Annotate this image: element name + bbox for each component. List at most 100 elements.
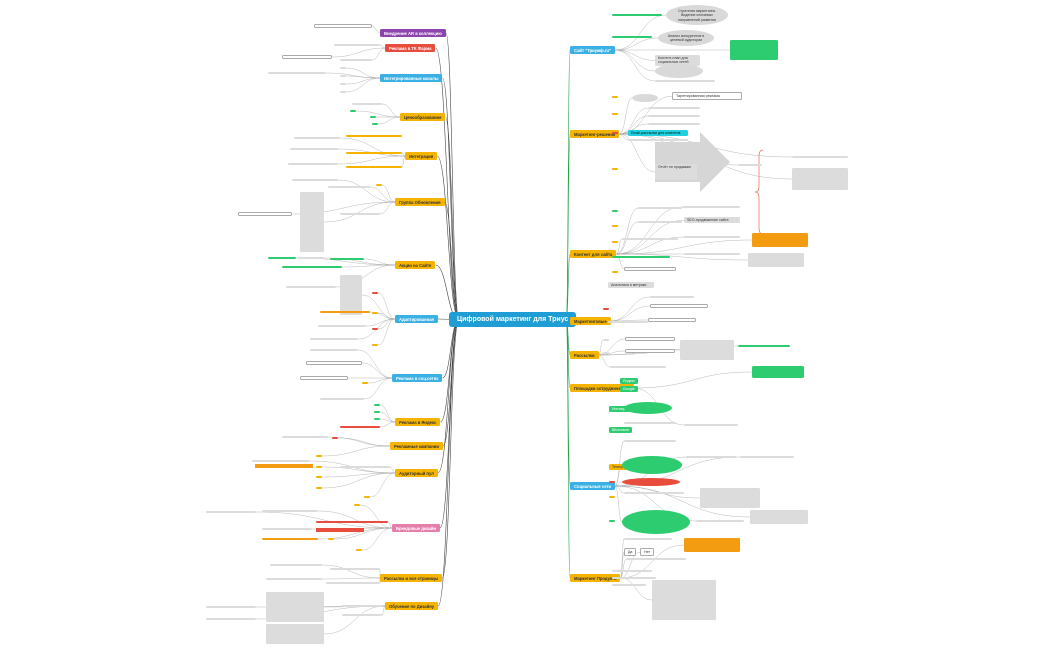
brand-y-4[interactable]	[356, 549, 362, 551]
sub-connector-line	[317, 510, 393, 529]
adp-red-1[interactable]	[372, 292, 378, 294]
topic-mailing[interactable]: Рассылка и все страницы	[380, 574, 443, 582]
topic-social-ads[interactable]: Реклама в соц.сетях	[392, 374, 443, 382]
topic-audience[interactable]: Аудиторный пул	[395, 469, 438, 477]
topic-yandex[interactable]: Реклама в Яндекс	[395, 418, 441, 426]
adp-note-2	[318, 325, 366, 327]
price-green-1[interactable]	[350, 110, 356, 112]
brand-y-1[interactable]	[364, 496, 370, 498]
sub-connector-line	[619, 133, 656, 173]
site-green-3[interactable]	[282, 266, 342, 268]
soc-ads-yellow[interactable]	[362, 382, 368, 384]
topic-integrated[interactable]: Интегрированные каналы	[380, 74, 443, 82]
right-note-2	[655, 80, 715, 82]
price-note-1	[352, 103, 382, 105]
content-sub-2[interactable]	[612, 225, 618, 227]
aud-yellow-2[interactable]	[316, 466, 322, 468]
topic-campaigns[interactable]: Рекламные кампании	[390, 442, 443, 450]
right-ellipse-2: Анализ конкурентов и целевой аудитории	[658, 30, 714, 46]
sub-connector-line	[377, 318, 396, 330]
brand-red[interactable]	[316, 521, 388, 523]
int-sub-1	[340, 59, 372, 61]
topic-brand-design[interactable]: Брендовые дизайн	[392, 524, 440, 532]
int-note-1	[282, 55, 332, 59]
topic-adapted[interactable]: Адаптированная	[395, 315, 438, 323]
topic-ar[interactable]: Внедрение AR в коллекцию	[380, 29, 446, 37]
soc-red[interactable]	[609, 481, 615, 483]
content-sub-1[interactable]	[612, 210, 618, 212]
central-topic[interactable]: Цифровой маркетинг для Триус	[449, 312, 577, 327]
topic-platforms[interactable]: Площадки сотрудничества	[570, 384, 634, 392]
sub-connector-line	[363, 258, 396, 266]
brand-y-2[interactable]	[354, 504, 360, 506]
topic-social[interactable]: Социальные сети	[570, 482, 616, 490]
ya-green-1[interactable]	[374, 404, 380, 406]
topic-tk[interactable]: Реклама в ТК Фарма	[385, 44, 436, 52]
soc-5[interactable]	[609, 520, 615, 522]
ya-note-1	[320, 398, 364, 400]
sol-sub-2[interactable]	[612, 113, 618, 115]
soc-1[interactable]: Инстаграм	[609, 406, 633, 413]
content-note-5	[622, 238, 678, 240]
mail-note-5	[206, 606, 256, 608]
camp-red[interactable]	[332, 437, 338, 439]
brand-y-3[interactable]	[328, 538, 334, 540]
mk-note-2	[650, 304, 708, 308]
adp-note-3	[310, 338, 358, 340]
price-green-3[interactable]	[372, 123, 378, 125]
sub-connector-line	[616, 253, 625, 270]
soc-2[interactable]: ВКонтакте	[609, 427, 633, 434]
mk-red[interactable]	[603, 308, 609, 310]
price-green-2[interactable]	[370, 116, 376, 118]
aud-yellow-4[interactable]	[316, 487, 322, 489]
grp-list	[300, 192, 324, 252]
mk-note-3	[608, 321, 648, 323]
sol-note-5	[628, 139, 688, 141]
soc-3[interactable]: Телеграм	[609, 464, 631, 471]
topic-site-promo[interactable]: Акции на Сайте	[395, 261, 436, 269]
right-sub-1[interactable]	[612, 14, 662, 16]
content-sub-3[interactable]	[612, 241, 618, 243]
soc-4[interactable]	[609, 496, 615, 498]
aud-yellow-1[interactable]	[316, 455, 322, 457]
sub-connector-line	[339, 137, 406, 157]
topic-content[interactable]: Контент для сайта	[570, 250, 617, 258]
ml-label-1	[603, 339, 609, 341]
topic-integration[interactable]: Интеграция	[405, 152, 438, 160]
ya-green-2[interactable]	[374, 411, 380, 413]
ya-red[interactable]	[340, 426, 380, 428]
arrow-note: Отчёт по продажам	[655, 164, 697, 180]
ml-note-1	[625, 337, 675, 341]
adp-yellow-2[interactable]	[372, 344, 378, 346]
soc-ellipse-2	[622, 456, 682, 474]
grp-note-4	[238, 212, 292, 216]
connector-line	[439, 319, 460, 529]
content-sub-5[interactable]	[612, 271, 618, 273]
sol-sub-4[interactable]	[612, 168, 618, 170]
topic-pricing[interactable]: Ценообразование	[400, 113, 446, 121]
sol-sub-3[interactable]	[612, 132, 618, 134]
site-green-1[interactable]	[268, 257, 296, 259]
adp-yellow-1[interactable]	[372, 312, 378, 314]
topic-solutions[interactable]: Маркетинг-решения	[570, 130, 620, 138]
adp-red-2[interactable]	[372, 328, 378, 330]
sol-sub-1[interactable]	[612, 96, 618, 98]
ml-note-2	[625, 349, 675, 353]
plat-1[interactable]: Яндекс	[620, 378, 639, 385]
topic-site[interactable]: Сайт "Триумф.ru"	[570, 46, 616, 54]
arrow-shape	[655, 132, 730, 192]
plat-2[interactable]: Google	[620, 386, 638, 393]
sol-cyan: Email-рассылки для клиентов	[628, 130, 688, 137]
right-sub-2[interactable]	[612, 36, 652, 38]
aud-yellow-3[interactable]	[316, 476, 322, 478]
topic-mailings[interactable]: Рассылки	[570, 351, 599, 359]
ya-green-3[interactable]	[374, 418, 380, 420]
topic-product[interactable]: Маркетинг Продукта	[570, 574, 621, 582]
topic-design-training[interactable]: Обучение по Дизайну	[385, 602, 439, 610]
topic-update-group[interactable]: Группа Обновления	[395, 198, 445, 206]
sub-connector-line	[633, 371, 753, 389]
content-sub-4[interactable]	[612, 256, 670, 258]
site-green-2[interactable]	[330, 258, 364, 260]
topic-marketing[interactable]: Маркетинговые	[570, 317, 611, 325]
sub-connector-line	[377, 116, 401, 125]
